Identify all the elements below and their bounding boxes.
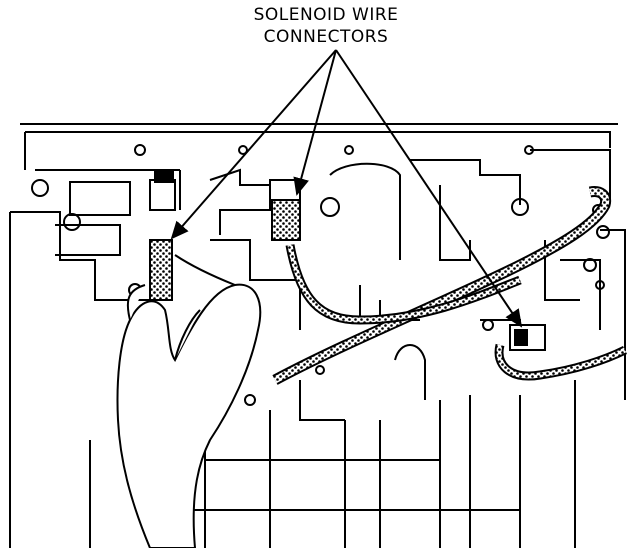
hand-icon [116, 254, 262, 548]
callout-line-2: CONNECTORS [263, 27, 389, 47]
wire-harness-icon [272, 186, 628, 385]
callout-line-1: SOLENOID WIRE [253, 5, 399, 25]
callout-label: SOLENOID WIRE CONNECTORS [206, 4, 446, 48]
connector-icon [149, 171, 546, 351]
arrow-icon [170, 49, 523, 328]
valve-body [9, 123, 626, 548]
